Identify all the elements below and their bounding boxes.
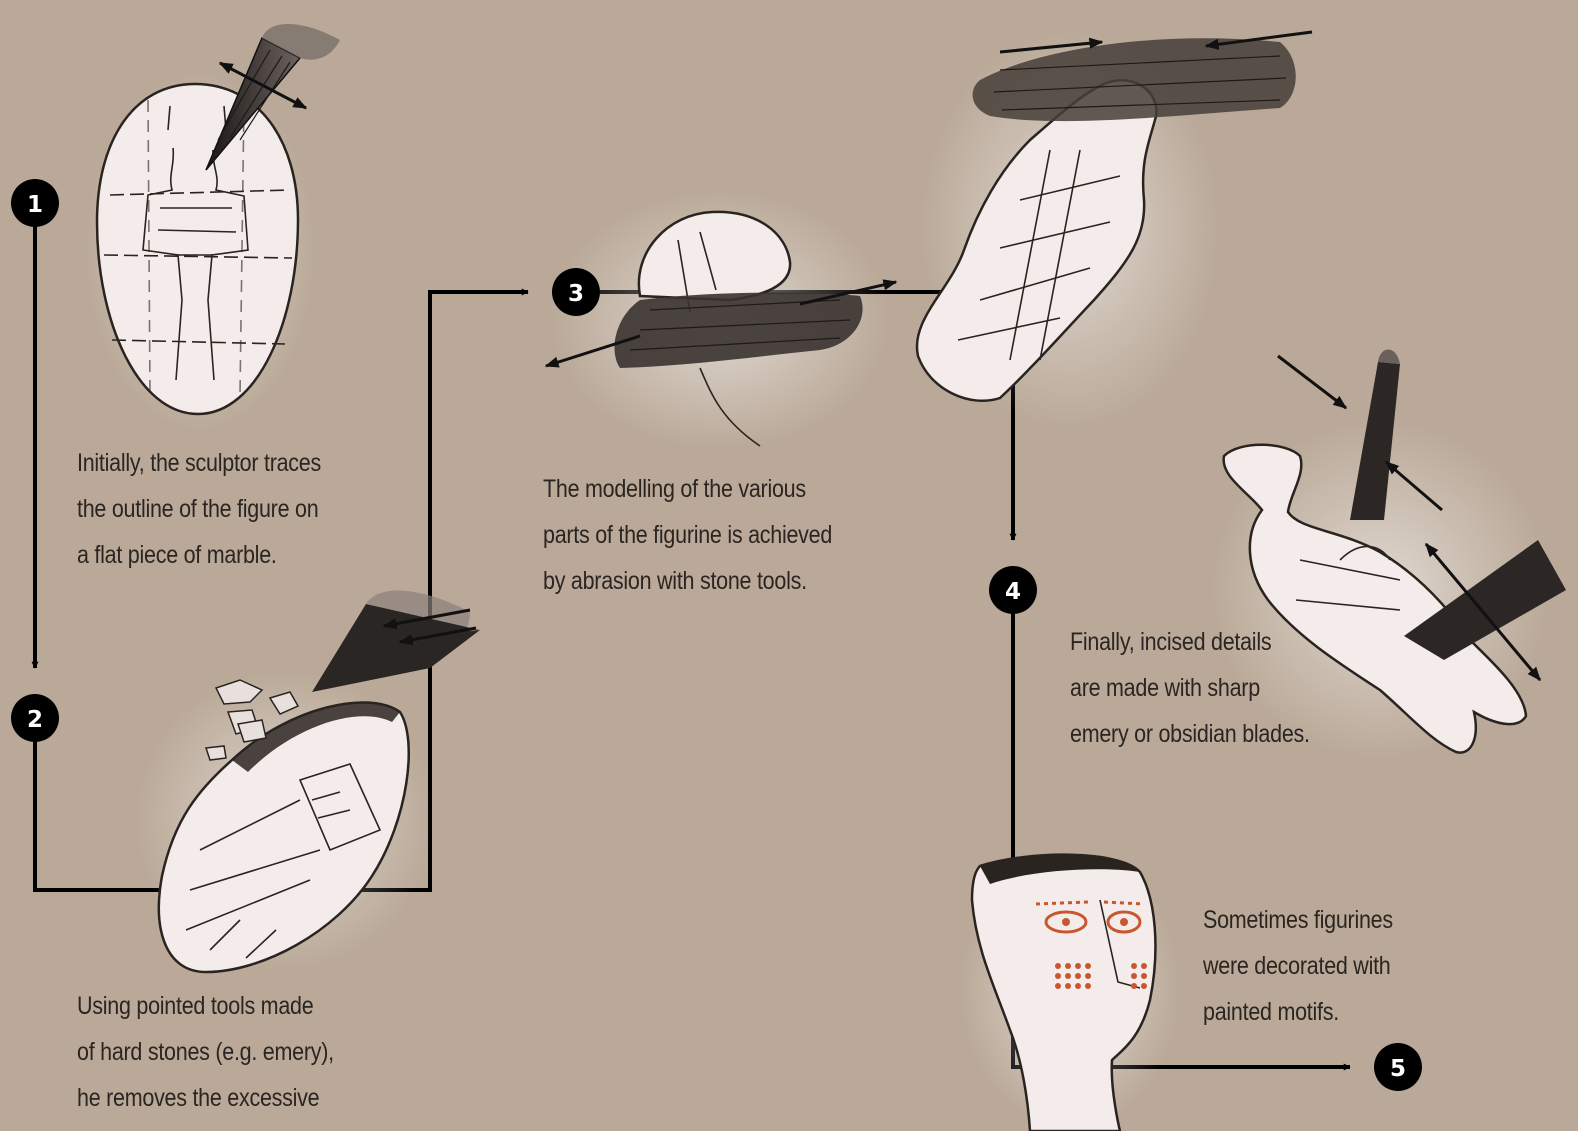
step-marker-3: 3 xyxy=(552,268,600,316)
caption-line: were decorated with xyxy=(1203,943,1393,989)
caption-step-3: The modelling of the various parts of th… xyxy=(543,466,832,604)
caption-line: Initially, the sculptor traces xyxy=(77,440,321,486)
caption-line: the outline of the figure on xyxy=(77,486,321,532)
caption-line: of hard stones (e.g. emery), xyxy=(77,1029,334,1075)
caption-step-2: Using pointed tools made of hard stones … xyxy=(77,983,334,1121)
step-marker-2: 2 xyxy=(11,694,59,742)
caption-line: emery or obsidian blades. xyxy=(1070,711,1310,757)
caption-line: painted motifs. xyxy=(1203,989,1393,1035)
caption-step-5: Sometimes figurines were decorated with … xyxy=(1203,897,1393,1035)
caption-line: Sometimes figurines xyxy=(1203,897,1393,943)
step-marker-4: 4 xyxy=(989,566,1037,614)
illustration-tracing-outline xyxy=(85,24,340,432)
caption-line: The modelling of the various xyxy=(543,466,832,512)
caption-line: Finally, incised details xyxy=(1070,619,1310,665)
illustration-removing-material xyxy=(135,591,480,972)
caption-step-4: Finally, incised details are made with s… xyxy=(1070,619,1310,757)
illustration-painted-head xyxy=(960,850,1180,1131)
caption-line: he removes the excessive xyxy=(77,1075,334,1121)
caption-line: a flat piece of marble. xyxy=(77,532,321,578)
step-marker-1: 1 xyxy=(11,179,59,227)
illustration-abrasion xyxy=(546,190,896,450)
caption-line: Using pointed tools made xyxy=(77,983,334,1029)
caption-line: by abrasion with stone tools. xyxy=(543,558,832,604)
step-number-5: 5 xyxy=(1390,1056,1406,1082)
step-number-3: 3 xyxy=(568,281,584,307)
step-marker-5: 5 xyxy=(1374,1043,1422,1091)
step-number-4: 4 xyxy=(1005,579,1021,605)
caption-line: parts of the figurine is achieved xyxy=(543,512,832,558)
illustration-grinding-figurine xyxy=(917,30,1312,430)
step-number-2: 2 xyxy=(27,707,43,733)
caption-step-1: Initially, the sculptor traces the outli… xyxy=(77,440,321,578)
step-number-1: 1 xyxy=(27,192,43,218)
caption-line: are made with sharp xyxy=(1070,665,1310,711)
